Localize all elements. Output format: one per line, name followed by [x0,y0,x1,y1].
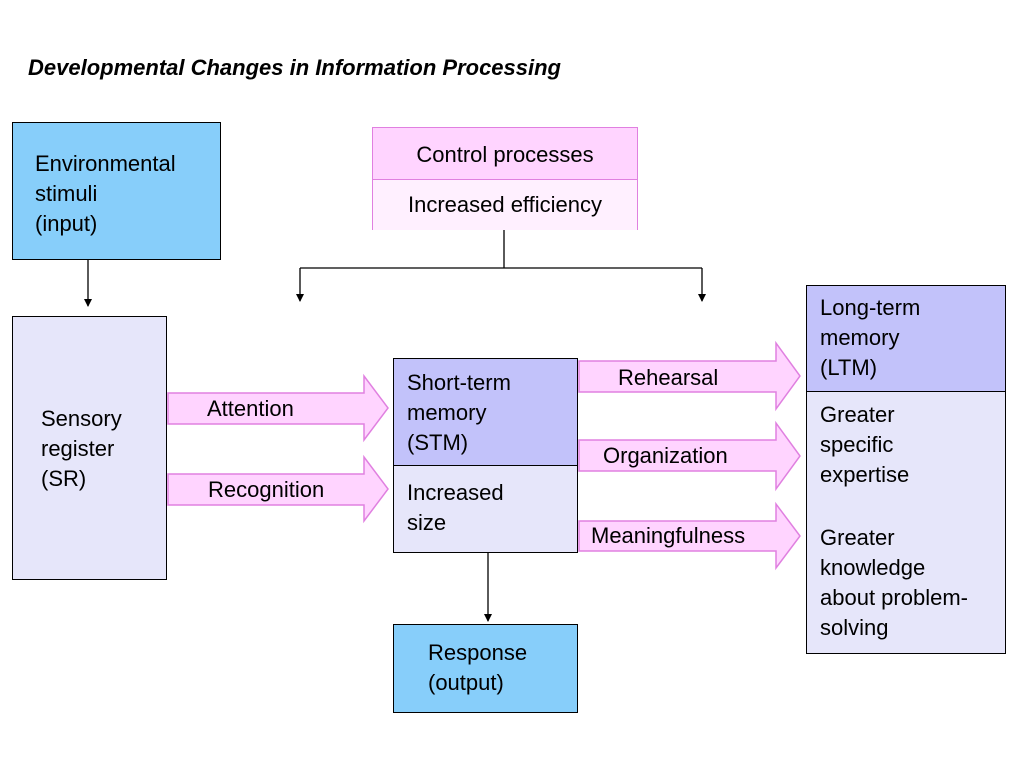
environmental-stimuli-label: Environmental stimuli (input) [35,151,176,236]
environmental-stimuli-box: Environmental stimuli (input) [12,122,221,260]
attention-arrow [167,373,389,443]
long-term-memory-item: Greater knowledge about problem- solving [820,525,968,640]
meaningfulness-arrow [578,501,801,571]
response-box: Response (output) [393,624,578,713]
long-term-memory-header: Long-term memory (LTM) [807,286,1005,392]
short-term-memory-box: Short-term memory (STM) Increased size [393,358,578,553]
attention-label: Attention [207,396,294,421]
long-term-memory-item: Greater specific expertise [820,402,910,487]
control-processes-body: Increased efficiency [373,180,637,230]
short-term-memory-detail: Increased size [407,480,504,535]
long-term-memory-box: Long-term memory (LTM) Greater specific … [806,285,1006,654]
rehearsal-label: Rehearsal [618,365,719,390]
organization-label: Organization [603,443,728,468]
response-label: Response (output) [428,640,528,695]
recognition-label: Recognition [208,477,325,502]
recognition-arrow [167,454,389,524]
sensory-register-box: Sensory register (SR) [12,316,167,580]
organization-arrow [578,420,801,492]
meaningfulness-label: Meaningfulness [591,523,746,548]
sensory-register-label: Sensory register (SR) [41,406,122,491]
rehearsal-arrow [578,340,801,412]
short-term-memory-title: Short-term memory (STM) [407,370,511,455]
diagram-title: Developmental Changes in Information Pro… [28,55,561,80]
short-term-memory-header: Short-term memory (STM) [394,359,577,466]
control-branch-connector [296,230,706,302]
control-processes-box: Control processes Increased efficiency [372,127,638,230]
long-term-memory-title: Long-term memory (LTM) [820,295,921,380]
control-processes-header: Control processes [373,128,637,180]
